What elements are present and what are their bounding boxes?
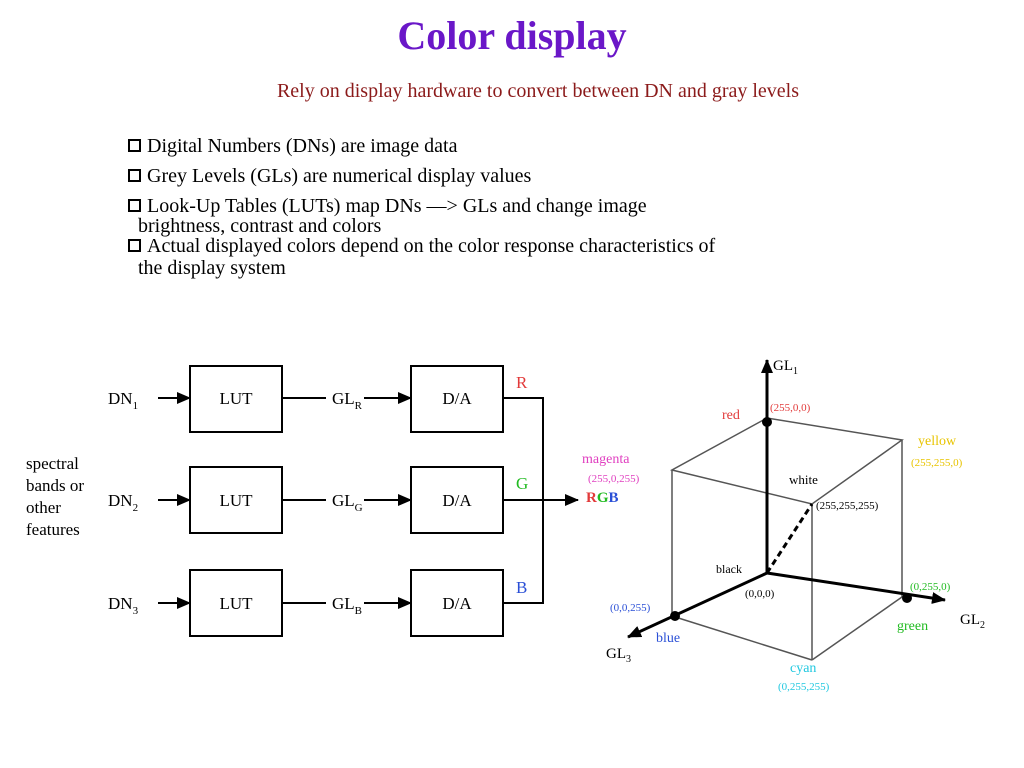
flow-row-g: DN2 LUT GLG D/A G <box>108 466 579 534</box>
bullet-text: Actual displayed colors depend on the co… <box>147 235 716 257</box>
corner-name-cyan: cyan <box>790 661 816 676</box>
lut-flow-diagram: spectral bands or other features DN1 LUT… <box>26 365 579 637</box>
rgb-label: RGB <box>586 490 619 506</box>
corner-name-red: red <box>722 408 740 423</box>
gl-label: GLR <box>332 389 363 412</box>
lut-label: LUT <box>219 594 253 613</box>
channel-label: R <box>516 373 528 392</box>
bullet-text: Digital Numbers (DNs) are image data <box>147 135 458 157</box>
bullet-item: Look-Up Tables (LUTs) map DNs —> GLs and… <box>128 195 647 217</box>
checkbox-bullet-icon <box>128 169 141 182</box>
checkbox-bullet-icon <box>128 239 141 252</box>
bullet-continuation: brightness, contrast and colors <box>138 215 382 237</box>
corner-value-blue: (0,0,255) <box>610 602 651 614</box>
corner-value-white: (255,255,255) <box>816 500 879 512</box>
da-label: D/A <box>442 594 472 613</box>
corner-dot-green <box>902 593 912 603</box>
dn-label: DN1 <box>108 389 138 412</box>
dn-label: DN3 <box>108 594 139 617</box>
axis-label-gl1: GL1 <box>773 358 798 377</box>
gl-label: GLB <box>332 594 362 617</box>
slide-title: Color display <box>397 13 627 58</box>
input-label-line: other <box>26 498 61 517</box>
corner-name-blue: blue <box>656 631 680 646</box>
cube-edge <box>671 615 813 661</box>
bullet-continuation: the display system <box>138 257 286 279</box>
corner-dot-blue <box>670 611 680 621</box>
bullet-text: Look-Up Tables (LUTs) map DNs —> GLs and… <box>147 195 647 217</box>
da-label: D/A <box>442 491 472 510</box>
input-label-line: spectral <box>26 454 79 473</box>
corner-dot-red <box>762 417 772 427</box>
gray-diagonal <box>765 503 814 574</box>
corner-value-magenta: (255,0,255) <box>588 473 640 485</box>
corner-value-green: (0,255,0) <box>910 581 951 593</box>
bullet-text: Grey Levels (GLs) are numerical display … <box>147 165 532 187</box>
corner-name-magenta: magenta <box>582 452 630 467</box>
axis-label-gl3: GL3 <box>606 646 631 665</box>
axis-gl2 <box>766 571 946 604</box>
gl-label: GLG <box>332 491 363 514</box>
flow-row-b: DN3 LUT GLB D/A B <box>108 569 543 637</box>
channel-label: G <box>516 474 528 493</box>
bullet-item: Actual displayed colors depend on the co… <box>128 235 715 257</box>
bullet-item: Digital Numbers (DNs) are image data <box>128 135 457 157</box>
cube-top-face <box>669 417 904 505</box>
corner-name-white: white <box>789 472 818 487</box>
slide-subtitle: Rely on display hardware to convert betw… <box>276 80 800 102</box>
flow-row-r: DN1 LUT GLR D/A R <box>108 365 543 433</box>
corner-name-yellow: yellow <box>918 434 957 449</box>
corner-name-black: black <box>716 562 742 576</box>
dn-label: DN2 <box>108 491 138 514</box>
color-cube: GL1 GL2 GL3 red (255,0,0) yellow (255,25… <box>582 358 985 693</box>
checkbox-bullet-icon <box>128 139 141 152</box>
cube-edge <box>811 596 903 661</box>
axis-label-gl2: GL2 <box>960 612 985 631</box>
corner-value-black: (0,0,0) <box>745 588 775 600</box>
corner-value-red: (255,0,0) <box>770 402 811 414</box>
corner-name-green: green <box>897 619 928 634</box>
axis-gl3 <box>627 571 768 639</box>
lut-label: LUT <box>219 389 253 408</box>
bullet-item: Grey Levels (GLs) are numerical display … <box>128 165 531 187</box>
lut-label: LUT <box>219 491 253 510</box>
channel-label: B <box>516 578 527 597</box>
checkbox-bullet-icon <box>128 199 141 212</box>
da-label: D/A <box>442 389 472 408</box>
input-label-line: features <box>26 520 80 539</box>
corner-value-yellow: (255,255,0) <box>911 457 963 469</box>
corner-value-cyan: (0,255,255) <box>778 681 830 693</box>
input-label-line: bands or <box>26 476 84 495</box>
